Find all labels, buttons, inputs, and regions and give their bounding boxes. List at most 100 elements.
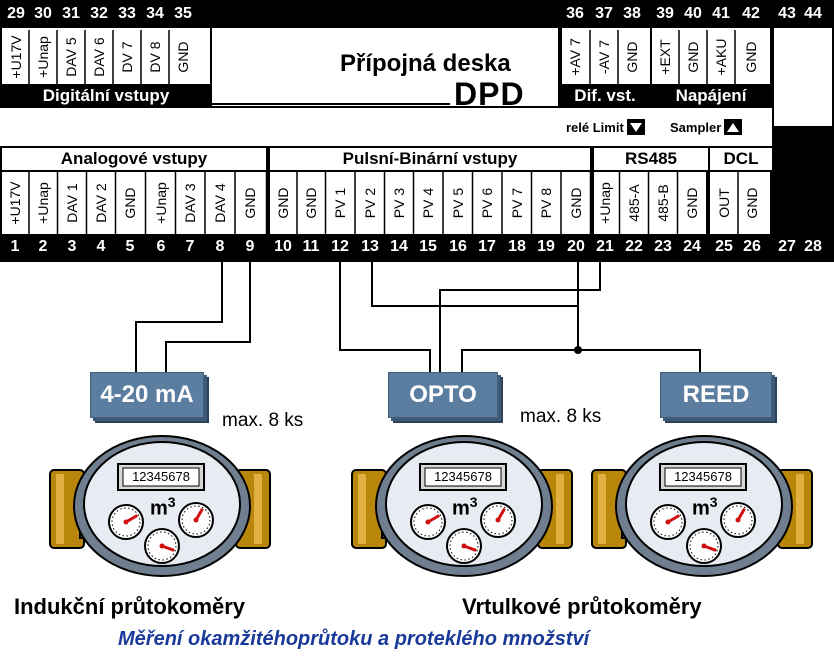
top-right-header: Napájení [675, 86, 747, 105]
meter-unit-exponent: 3 [167, 494, 176, 510]
caption-induction: Indukční průtokoměry [14, 594, 246, 619]
bottom-terminal-label: +Unap [153, 182, 169, 224]
top-terminal-number: 30 [34, 5, 52, 22]
top-terminal-label: DV 7 [119, 41, 135, 73]
bottom-terminal-number: 9 [245, 238, 255, 255]
note-max-mid: max. 8 ks [520, 406, 602, 427]
top-terminal-label: +AV 7 [567, 38, 583, 76]
bottom-terminal-label: DAV 2 [93, 183, 109, 223]
bottom-terminal-number: 18 [508, 238, 526, 255]
bottom-terminal-number: 3 [67, 238, 77, 255]
bottom-terminal-number: 27 [778, 238, 796, 255]
water-meter [591, 435, 813, 577]
top-terminal-number: 34 [146, 5, 164, 22]
bottom-terminal-number: 16 [449, 238, 467, 255]
meter-unit: m3 [150, 494, 176, 521]
meter-unit-exponent: 3 [709, 494, 718, 510]
top-terminal-number: 31 [62, 5, 80, 22]
top-terminal-number: 41 [712, 5, 730, 22]
bottom-terminal-label: PV 3 [391, 187, 407, 219]
sampler-label: Sampler [670, 119, 722, 135]
bottom-terminal-number: 25 [715, 238, 733, 255]
bottom-terminal-label: GND [242, 187, 258, 219]
bottom-terminal-number: 19 [537, 238, 555, 255]
bottom-terminal-number: 14 [390, 238, 408, 255]
top-terminal-number: 39 [656, 5, 674, 22]
triangle-up-icon [724, 119, 743, 135]
top-terminal-label: +EXT [657, 39, 673, 75]
top-mid-header: Dif. vst. [574, 86, 636, 105]
bottom-terminal-number: 2 [38, 238, 48, 255]
bottom-terminal-number: 28 [804, 238, 822, 255]
bottom-group-header: DCL [710, 148, 772, 170]
board-title: Přípojná deska [340, 50, 511, 77]
bottom-group-header: Pulsní-Binární vstupy [270, 148, 590, 170]
board-middle-strip [0, 108, 772, 146]
bottom-terminal-label: DAV 4 [212, 183, 228, 223]
bottom-terminal-label: PV 8 [538, 187, 554, 219]
bottom-group-header: RS485 [594, 148, 708, 170]
top-terminal-label: DAV 5 [63, 37, 79, 77]
box-opto: OPTO [388, 372, 498, 418]
bottom-terminal-label: +U17V [7, 181, 23, 225]
top-terminal-number: 36 [566, 5, 584, 22]
meter-unit-exponent: 3 [469, 494, 478, 510]
bottom-terminal-number: 12 [331, 238, 349, 255]
bottom-terminal-number: 6 [156, 238, 166, 255]
top-terminal-label: +Unap [35, 36, 51, 78]
top-terminal-number: 44 [804, 5, 822, 22]
bottom-terminal-label: GND [122, 187, 138, 219]
top-terminal-number: 40 [684, 5, 702, 22]
junction-dot [574, 346, 582, 354]
top-terminal-number: 42 [742, 5, 760, 22]
bottom-terminal-number: 11 [302, 238, 320, 255]
relay-limit-label: relé Limit [566, 119, 624, 135]
meter-unit: m3 [452, 494, 478, 521]
water-meter [351, 435, 573, 577]
board-top-window [212, 28, 558, 106]
bottom-terminal-label: GND [684, 187, 700, 219]
bottom-terminal-label: DAV 1 [64, 183, 80, 223]
meter-unit-base: m [150, 497, 168, 520]
note-max-left: max. 8 ks [222, 410, 304, 431]
meter-unit-base: m [452, 497, 470, 520]
top-terminal-label: GND [743, 41, 759, 73]
bottom-terminal-label: PV 5 [450, 187, 466, 219]
top-left-header: Digitální vstupy [42, 86, 170, 105]
bottom-terminal-number: 4 [96, 238, 106, 255]
bottom-terminal-number: 5 [125, 238, 135, 255]
board-model: DPD [454, 76, 525, 112]
meter-display-value: 12345678 [434, 469, 492, 484]
top-terminal-label: DV 8 [147, 41, 163, 73]
wires [135, 262, 701, 372]
bottom-terminal-label: +Unap [597, 182, 613, 224]
bottom-terminal-label: DAV 3 [182, 183, 198, 223]
bottom-terminal-number: 20 [567, 238, 585, 255]
meter-display-value: 12345678 [674, 469, 732, 484]
top-terminal-number: 37 [595, 5, 613, 22]
triangle-down-icon [626, 119, 645, 135]
box-reed: REED [660, 372, 772, 418]
bottom-terminal-number: 15 [419, 238, 437, 255]
meter-unit-base: m [692, 497, 710, 520]
footer-text: Měření okamžitéhoprůtoku a proteklého mn… [118, 628, 590, 650]
bottom-terminal-label: +Unap [35, 182, 51, 224]
bottom-terminal-label: GND [744, 187, 760, 219]
top-terminal-number: 32 [90, 5, 108, 22]
bottom-terminal-label: GND [568, 187, 584, 219]
bottom-terminal-number: 13 [361, 238, 379, 255]
bottom-terminal-number: 26 [743, 238, 761, 255]
top-terminal-label: -AV 7 [596, 40, 612, 74]
bottom-terminal-label: OUT [716, 188, 732, 218]
bottom-terminal-number: 8 [215, 238, 225, 255]
bottom-terminal-label: 485-B [655, 184, 671, 222]
bottom-terminal-number: 1 [10, 238, 20, 255]
meter-unit: m3 [692, 494, 718, 521]
bottom-terminal-label: PV 6 [479, 187, 495, 219]
bottom-terminal-label: PV 4 [420, 187, 436, 219]
bottom-terminal-number: 17 [478, 238, 496, 255]
top-terminal-label: GND [624, 41, 640, 73]
bottom-terminal-label: PV 1 [332, 187, 348, 219]
sampler-indicator: Sampler [670, 119, 743, 135]
